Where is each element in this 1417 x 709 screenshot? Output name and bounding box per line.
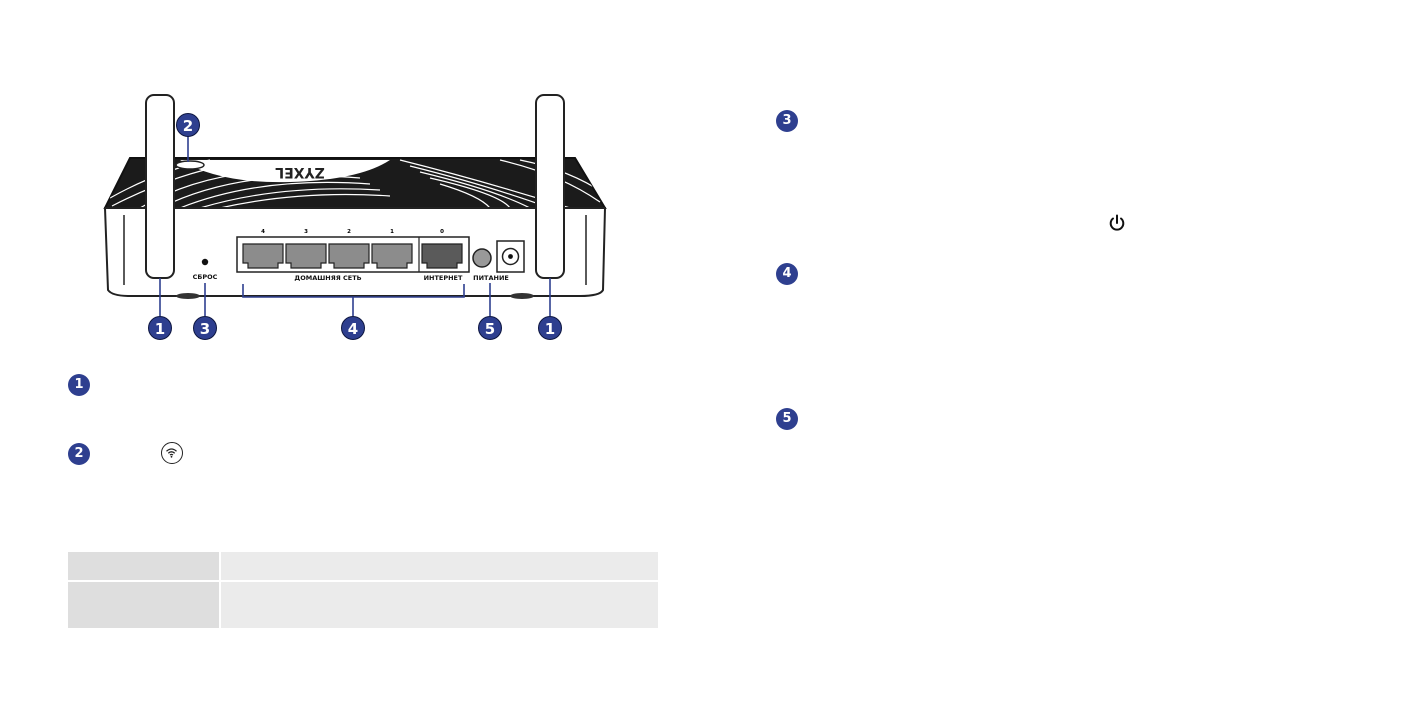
wifi-button (175, 160, 205, 170)
info-table (68, 552, 658, 628)
left-antenna (145, 94, 175, 279)
legend-badge-2: 2 (68, 443, 90, 465)
legend-badge-3: 3 (776, 110, 798, 132)
port-number-1: 1 (390, 229, 394, 235)
reset-hole (201, 258, 209, 266)
right-antenna (535, 94, 565, 279)
table-row (68, 552, 658, 582)
callout-badge-1-right: 1 (538, 316, 562, 340)
table-cell (68, 552, 221, 582)
table-row (68, 581, 658, 628)
lan-port-3 (285, 243, 327, 269)
port-number-2: 2 (347, 229, 351, 235)
legend-badge-1: 1 (68, 374, 90, 396)
lan-port-1 (371, 243, 413, 269)
reset-label: СБРОС (193, 273, 218, 281)
wan-port (421, 243, 463, 269)
wifi-button-icon (161, 442, 183, 464)
legend-badge-5: 5 (776, 408, 798, 430)
port-number-3: 3 (304, 229, 308, 235)
table-cell (68, 581, 221, 628)
lan-port-2 (328, 243, 370, 269)
table-cell (220, 552, 658, 582)
callout-badge-5: 5 (478, 316, 502, 340)
internet-label: ИНТЕРНЕТ (424, 274, 463, 282)
callout-badge-1-left: 1 (148, 316, 172, 340)
power-button (472, 248, 492, 268)
home-network-label: ДОМАШНЯЯ СЕТЬ (294, 274, 361, 282)
table-cell (220, 581, 658, 628)
legend-badge-4: 4 (776, 263, 798, 285)
callout-badge-4: 4 (341, 316, 365, 340)
router-illustration: ZYXEL СБРОС 4 3 2 1 0 ДОМАШНЯЯ СЕТЬ ИНТЕ… (103, 94, 607, 316)
callout-badge-3: 3 (193, 316, 217, 340)
callout-badge-2-top: 2 (176, 113, 200, 137)
power-icon (1109, 214, 1125, 231)
lan-port-4 (242, 243, 284, 269)
port-number-4: 4 (261, 229, 265, 235)
power-label: ПИТАНИЕ (473, 274, 509, 282)
brand-logo: ZYXEL (275, 164, 325, 180)
port-number-0: 0 (440, 229, 444, 235)
